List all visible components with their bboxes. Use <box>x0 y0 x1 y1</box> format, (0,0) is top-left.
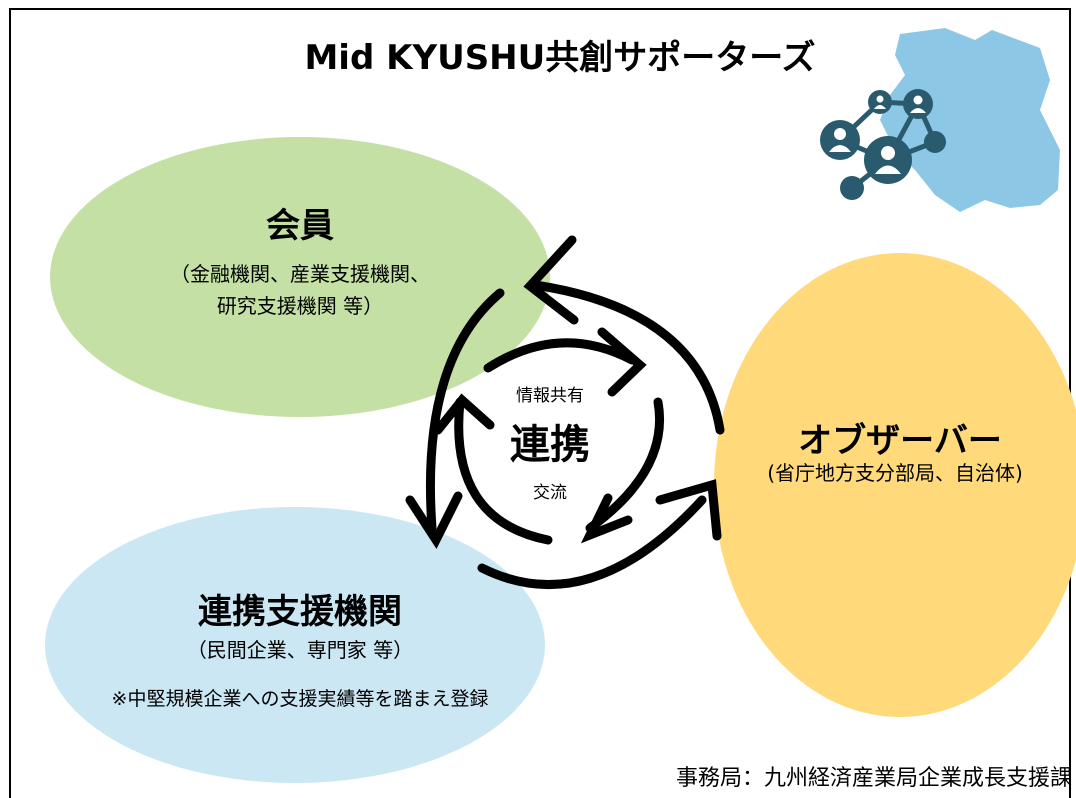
members-description: （金融機関、産業支援機関、 研究支援機関 等） <box>100 258 500 322</box>
kyushu-map-icon <box>880 28 1060 212</box>
observer-ellipse <box>714 253 1076 717</box>
members-desc-line1: （金融機関、産業支援機関、 <box>170 262 430 286</box>
support-description: （民間企業、専門家 等） <box>186 638 414 662</box>
support-note: ※中堅規模企業への支援実績等を踏まえ登録 <box>111 688 489 710</box>
support-ellipse <box>45 507 545 783</box>
secretariat-footer: 事務局：九州経済産業局企業成長支援課 <box>675 766 1072 791</box>
observer-description: (省庁地方支分部局、自治体) <box>767 461 1023 485</box>
network-person-glyphs <box>829 95 926 174</box>
members-desc-line2: 研究支援機関 等） <box>216 294 384 318</box>
observer-title: オブザーバー <box>798 421 1002 461</box>
center-exchange: 交流 <box>533 483 567 503</box>
support-title: 連携支援機関 <box>198 592 402 632</box>
center-collaboration: 連携 <box>510 422 590 468</box>
members-ellipse <box>50 137 550 417</box>
inner-cycle-arrows <box>433 327 665 545</box>
members-title: 会員 <box>266 206 334 246</box>
center-info-sharing: 情報共有 <box>516 386 584 406</box>
outer-cycle-arrows <box>405 235 725 590</box>
page-title: Mid KYUSHU共創サポーターズ <box>304 38 816 78</box>
